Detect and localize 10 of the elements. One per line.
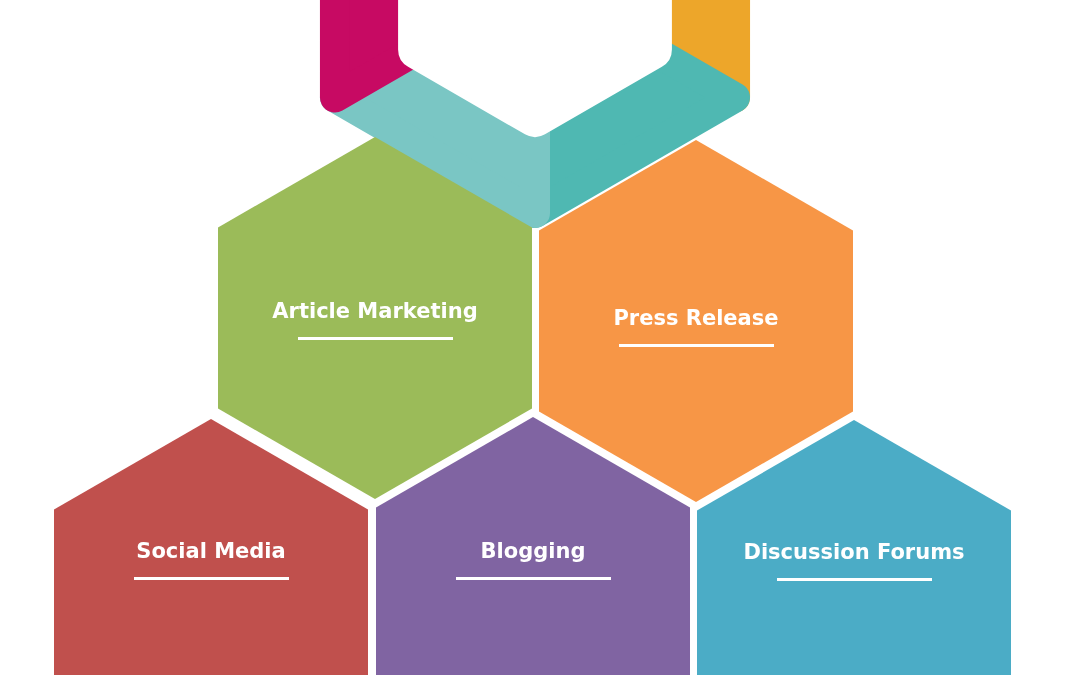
hexagon (54, 419, 368, 675)
hexagon-label: Article Marketing (272, 298, 478, 325)
hexagon (539, 140, 853, 502)
hexagon (697, 420, 1011, 675)
hexagon (218, 137, 532, 499)
hexagon-label: Press Release (613, 305, 779, 332)
hexagon (376, 417, 690, 675)
hexagon-label: Discussion Forums (743, 539, 965, 566)
hexagon-label: Social Media (136, 538, 286, 565)
hexagon-label: Blogging (480, 538, 586, 565)
